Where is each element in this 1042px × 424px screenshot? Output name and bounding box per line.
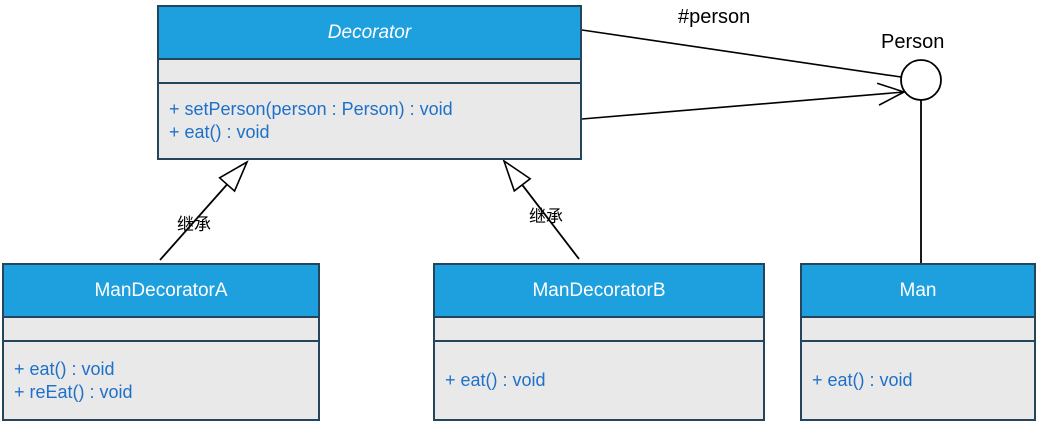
association-line-person[interactable] <box>581 82 907 120</box>
class-mandecoratorb-methods: + eat() : void <box>435 342 763 419</box>
method-eat: + eat() : void <box>445 370 546 390</box>
method-eat: + eat() : void <box>169 122 270 142</box>
class-man-methods: + eat() : void <box>802 342 1034 419</box>
class-name: Man <box>899 279 937 301</box>
association-line-top[interactable] <box>581 29 902 78</box>
class-mandecoratora-attributes <box>4 318 318 342</box>
inheritance-label-b: 继承 <box>529 207 563 226</box>
class-decorator[interactable]: Decorator + setPerson(person : Person) :… <box>157 5 582 160</box>
method-reeat: + reEat() : void <box>14 381 133 402</box>
method-eat: + eat() : void <box>14 358 115 379</box>
class-decorator-attributes <box>159 60 580 84</box>
class-man-attributes <box>802 318 1034 342</box>
class-man[interactable]: Man + eat() : void <box>800 263 1036 421</box>
class-decorator-methods: + setPerson(person : Person) : void + ea… <box>159 84 580 158</box>
class-mandecoratora[interactable]: ManDecoratorA + eat() : void + reEat() :… <box>2 263 320 421</box>
class-mandecoratora-title: ManDecoratorA <box>4 265 318 318</box>
interface-label-person: Person <box>881 31 945 53</box>
association-label-person: #person <box>678 6 751 28</box>
class-mandecoratora-methods: + eat() : void + reEat() : void <box>4 342 318 419</box>
method-setperson: + setPerson(person : Person) : void <box>169 99 453 119</box>
class-name: ManDecoratorB <box>532 279 666 301</box>
class-name: Decorator <box>327 21 412 43</box>
inheritance-label-a: 继承 <box>177 215 211 234</box>
class-mandecoratorb[interactable]: ManDecoratorB + eat() : void <box>433 263 765 421</box>
person-interface-circle[interactable] <box>900 59 942 101</box>
class-mandecoratorb-attributes <box>435 318 763 342</box>
class-name: ManDecoratorA <box>94 279 228 301</box>
class-mandecoratorb-title: ManDecoratorB <box>435 265 763 318</box>
class-man-title: Man <box>802 265 1034 318</box>
class-decorator-title: Decorator <box>159 7 580 60</box>
method-eat: + eat() : void <box>812 370 913 390</box>
